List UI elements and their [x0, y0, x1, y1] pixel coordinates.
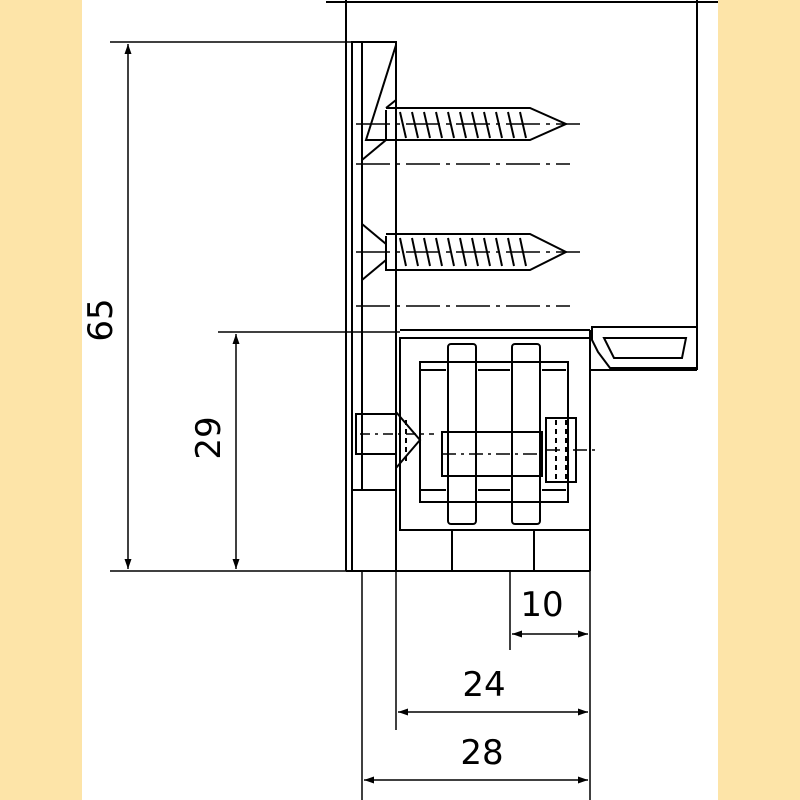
dim-label-lower-height: 29: [189, 416, 229, 459]
hinge-mechanism: [355, 337, 600, 571]
screw-upper: [385, 99, 569, 141]
dim-label-overall-width: 28: [460, 733, 503, 773]
dim-label-offset-mid: 24: [462, 665, 505, 705]
extension-lines: [110, 41, 591, 800]
dim-label-overall-height: 65: [81, 298, 121, 341]
screw-centre-lines: [356, 123, 580, 307]
hinge-plate: [351, 41, 397, 571]
dim-label-offset-small: 10: [520, 585, 563, 625]
frame-lip: [591, 326, 698, 369]
